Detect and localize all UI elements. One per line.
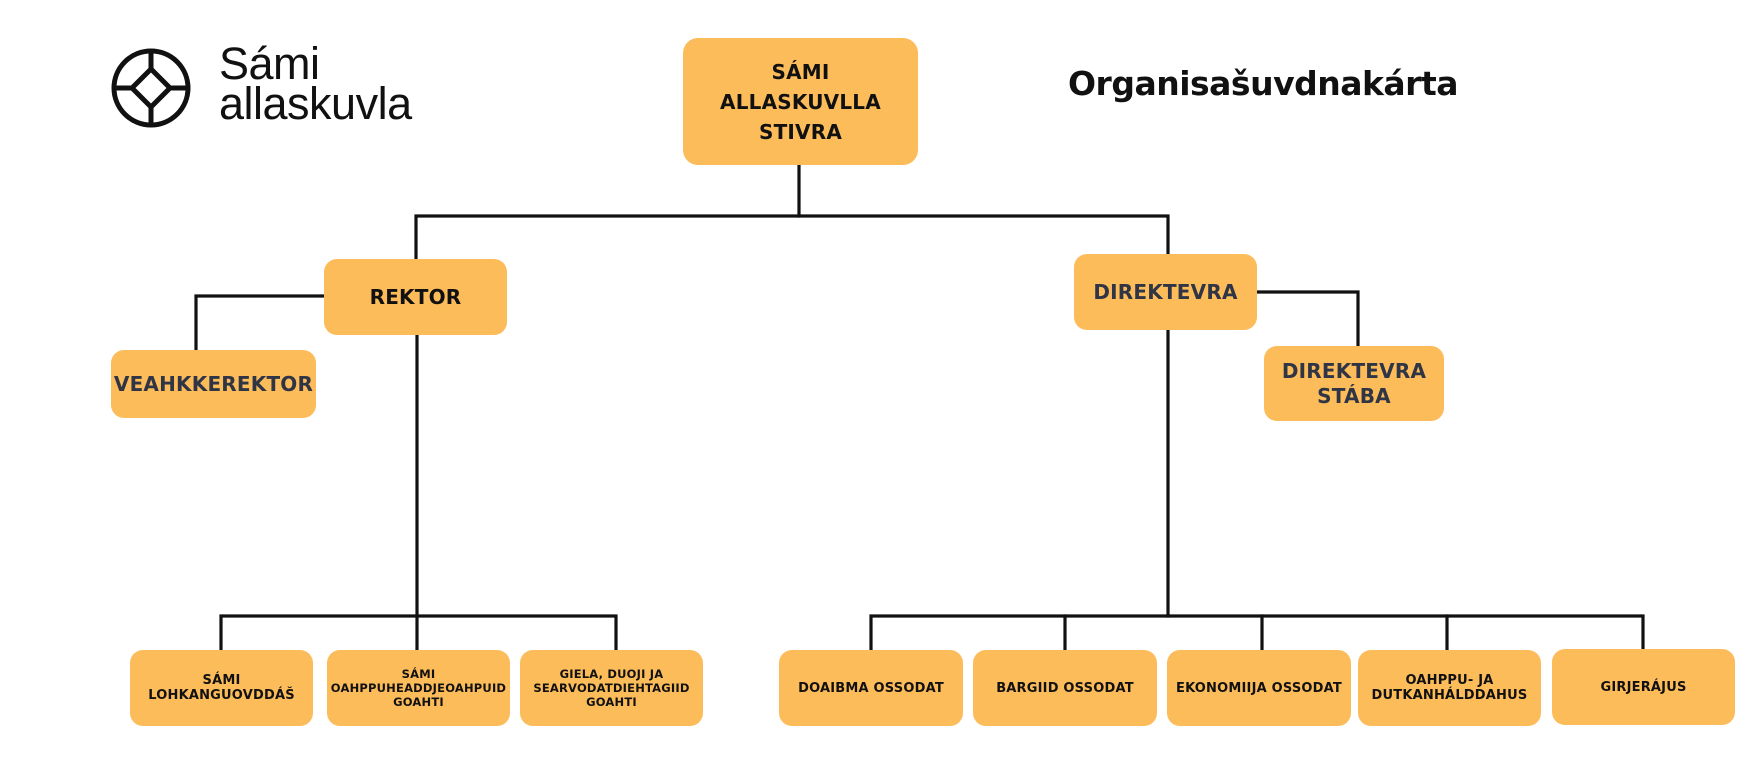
node-rector-unit: SÁMI LOHKANGUOVDDÁŠ [130, 650, 313, 726]
logo-wordmark: Sámi allaskuvla [219, 38, 412, 129]
node-director: DIREKTEVRA [1074, 254, 1257, 330]
unit-label-line: SÁMI [401, 667, 436, 681]
node-director-unit: BARGIID OSSODAT [973, 650, 1157, 726]
node-rector: REKTOR [324, 259, 507, 335]
node-board: SÁMI ALLASKUVLLA STIVRA [683, 38, 918, 165]
unit-label-line: SEARVODATDIEHTAGIID [533, 681, 690, 695]
node-director-unit: OAHPPU- JA DUTKANHÁLDDAHUS [1358, 650, 1541, 726]
unit-label-line: OAHPPUHEADDJEOAHPUID [330, 681, 507, 695]
page-title: Organisašuvdnakárta [1068, 64, 1459, 103]
logo-line-2: allaskuvla [219, 78, 412, 129]
unit-label-line: EKONOMIIJA OSSODAT [1176, 680, 1342, 696]
node-director-staff-line-2: STÁBA [1317, 383, 1391, 408]
connector-rector-vice [194, 294, 326, 352]
unit-label-line: OAHPPU- JA [1405, 673, 1494, 688]
node-board-label: SÁMI ALLASKUVLLA STIVRA [720, 59, 881, 144]
unit-label-line: GOAHTI [393, 695, 444, 709]
unit-label-line: DOAIBMA OSSODAT [798, 680, 944, 696]
node-director-staff-line-1: DIREKTEVRA [1281, 358, 1427, 383]
node-director-staff: DIREKTEVRA STÁBA [1264, 346, 1444, 421]
node-director-unit: DOAIBMA OSSODAT [779, 650, 963, 726]
logo-line-1: Sámi [219, 38, 320, 89]
node-vice-rector-label: VEAHKKEREKTOR [113, 371, 314, 396]
node-director-label: DIREKTEVRA [1093, 279, 1238, 304]
unit-label-line: DUTKANHÁLDDAHUS [1371, 688, 1528, 703]
sami-allaskuvla-emblem-icon [111, 48, 191, 128]
node-director-unit: GIRJERÁJUS [1552, 649, 1735, 725]
connector-director-units [869, 614, 1645, 652]
connector-rector-units [219, 614, 618, 652]
node-rector-unit: SÁMI OAHPPUHEADDJEOAHPUID GOAHTI [327, 650, 510, 726]
node-vice-rector: VEAHKKEREKTOR [111, 350, 316, 418]
unit-label-line: GIELA, DUOJI JA [559, 667, 664, 681]
unit-label-line: GOAHTI [586, 695, 637, 709]
connector-director-staff [1253, 290, 1360, 348]
node-rector-label: REKTOR [369, 284, 462, 309]
unit-label-line: BARGIID OSSODAT [996, 680, 1134, 696]
node-director-unit: EKONOMIIJA OSSODAT [1167, 650, 1351, 726]
unit-label-line: SÁMI LOHKANGUOVDDÁŠ [148, 673, 295, 703]
node-rector-unit: GIELA, DUOJI JA SEARVODATDIEHTAGIID GOAH… [520, 650, 703, 726]
unit-label-line: GIRJERÁJUS [1600, 679, 1687, 695]
connector-top-horizontal [414, 214, 1170, 261]
